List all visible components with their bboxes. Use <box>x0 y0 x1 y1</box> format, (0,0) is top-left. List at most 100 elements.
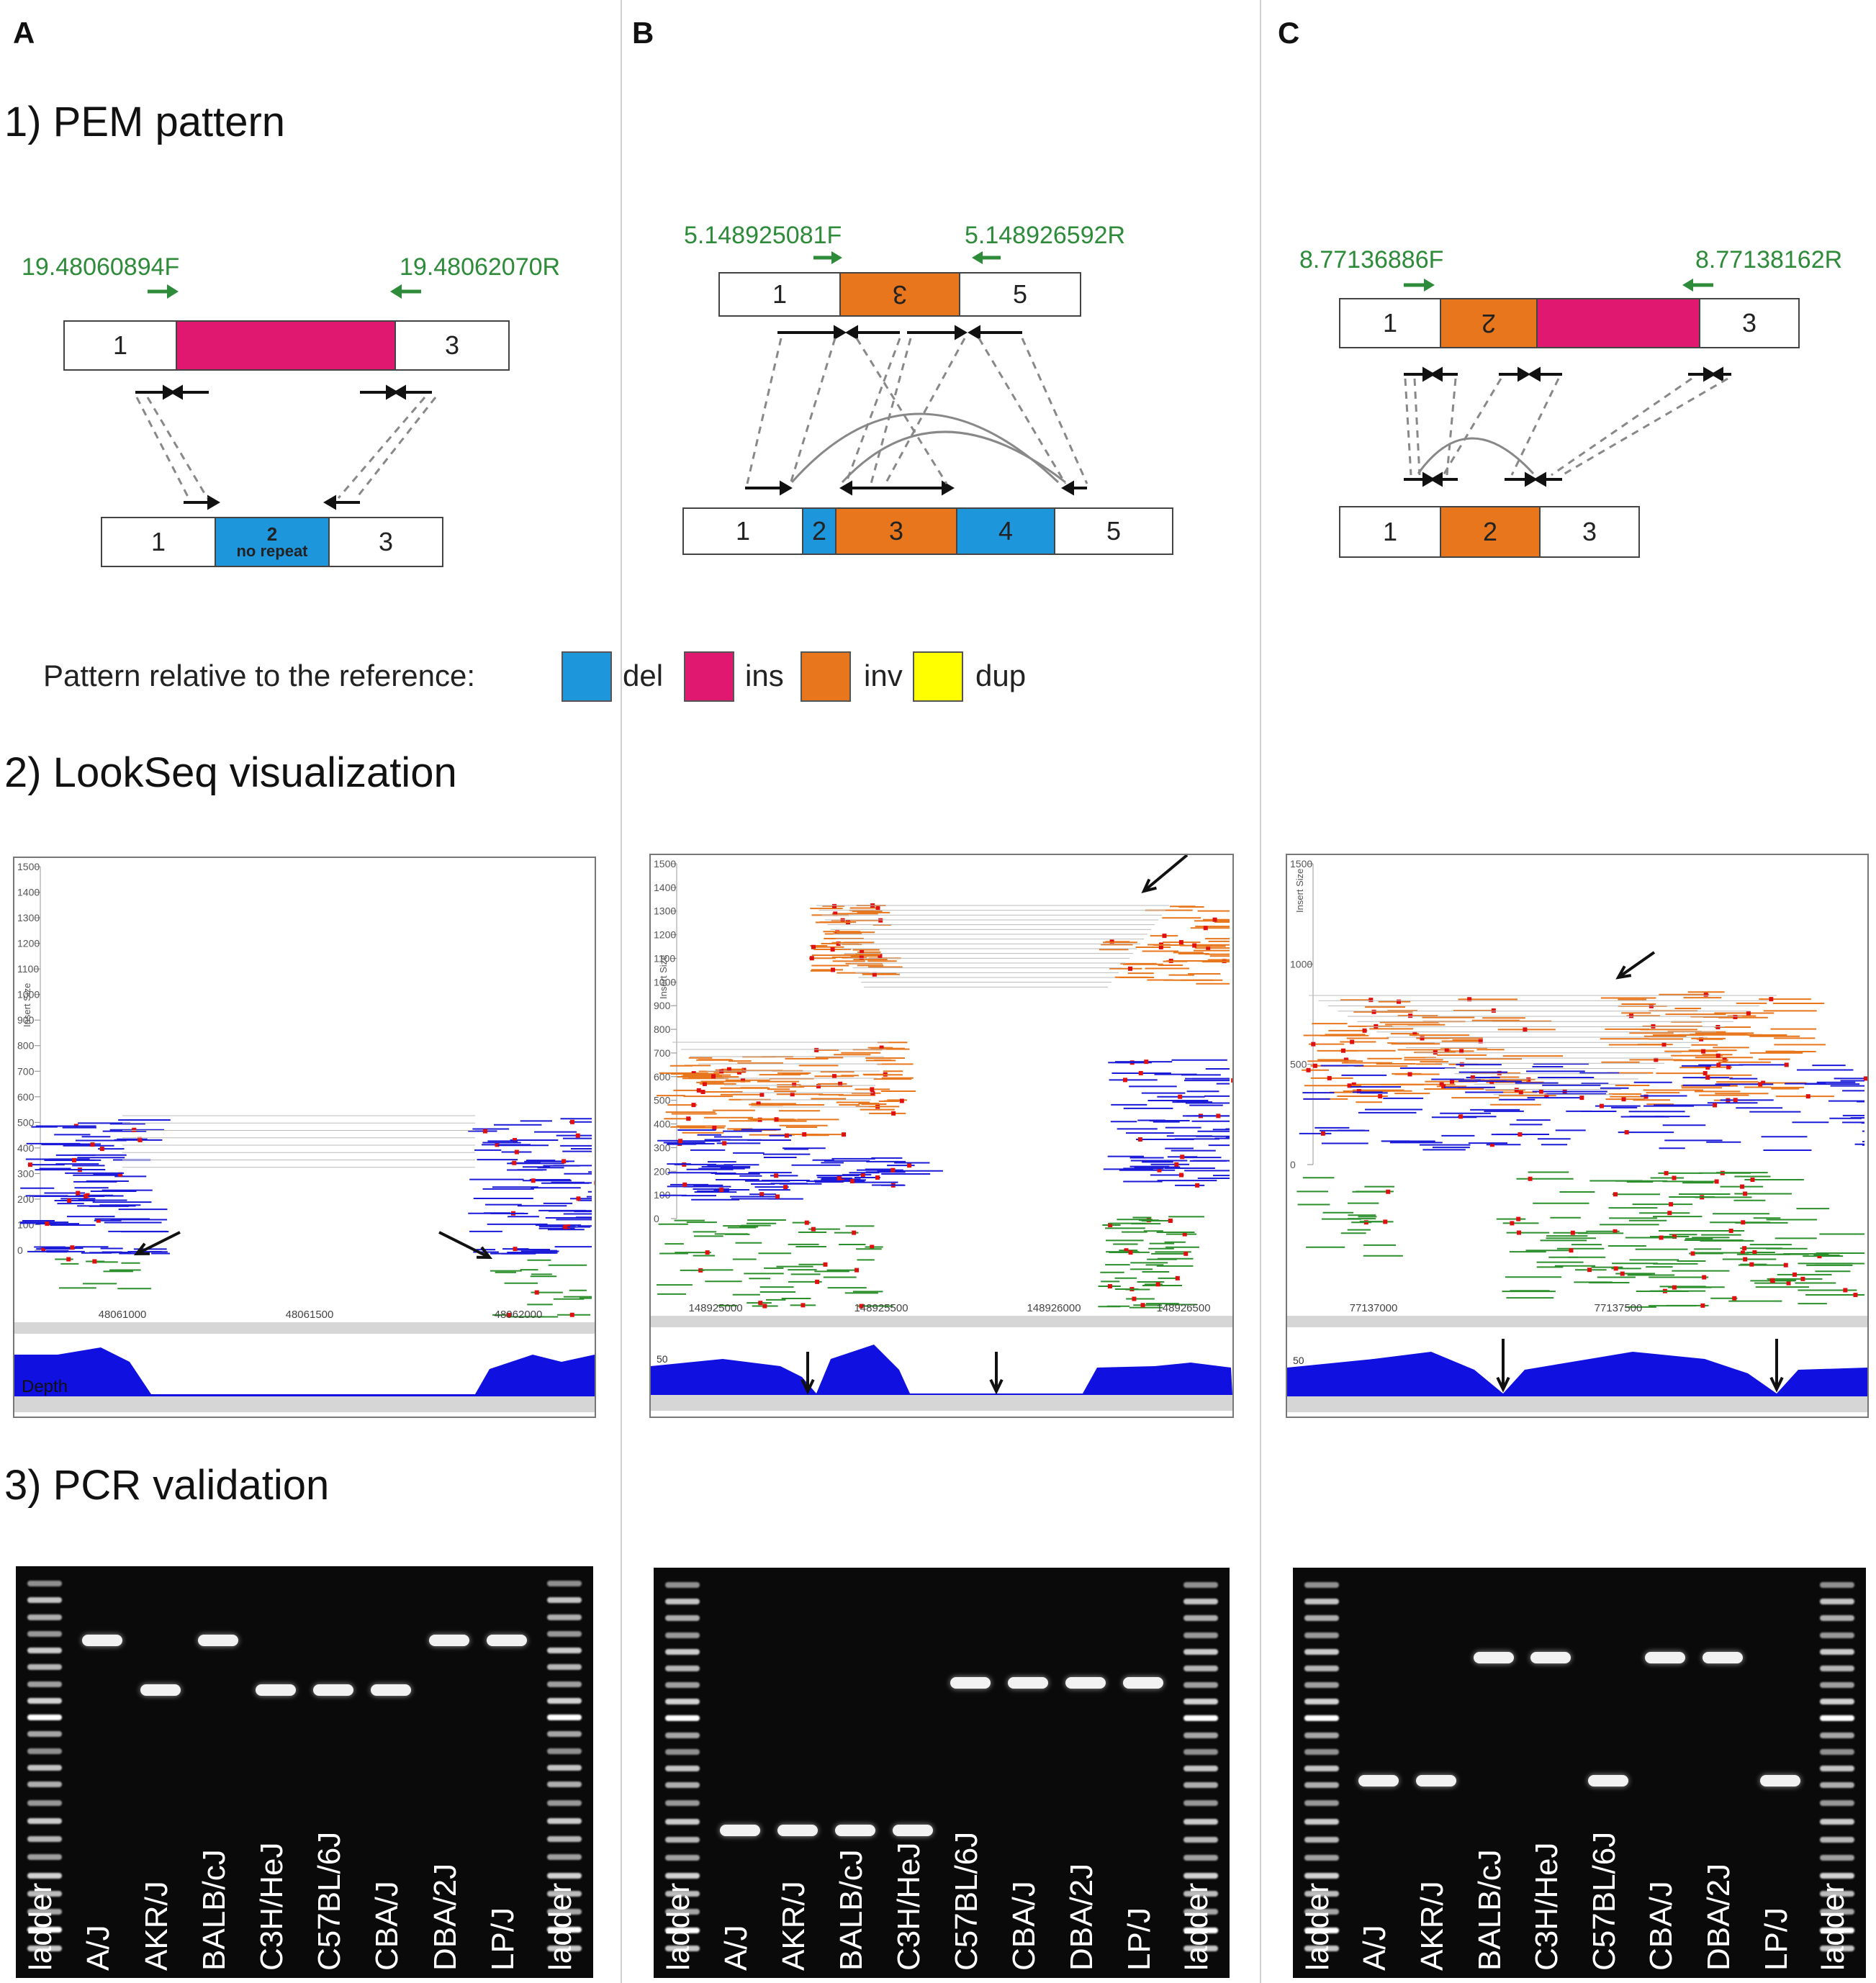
mismatch-mark <box>1420 1036 1425 1041</box>
lane-label: C3H/HeJ <box>891 1842 926 1971</box>
mismatch-mark <box>1378 1094 1383 1099</box>
mismatch-mark <box>1579 1096 1584 1101</box>
mismatch-mark <box>696 1088 701 1093</box>
x-tick-label: 77137500 <box>1595 1302 1643 1314</box>
ladder-band <box>1183 1873 1218 1879</box>
depth-tick-label: 50 <box>657 1353 668 1365</box>
lane-label: LP/J <box>1758 1907 1794 1971</box>
pem-b-bottom-seg-5: 5 <box>1054 507 1173 555</box>
ladder-band <box>1820 1582 1855 1588</box>
ladder-band <box>1183 1836 1218 1843</box>
ladder-band <box>27 1872 63 1879</box>
mismatch-mark <box>832 1074 837 1079</box>
mismatch-mark <box>1158 944 1163 949</box>
mismatch-mark <box>1433 1050 1438 1055</box>
mismatch-mark <box>1752 1250 1757 1255</box>
mismatch-mark <box>1701 1049 1706 1054</box>
mismatch-mark <box>711 1074 716 1079</box>
mismatch-mark <box>506 1312 511 1317</box>
lane-label: AKR/J <box>138 1881 174 1971</box>
ladder-band <box>1304 1615 1339 1622</box>
y-tick-label: 1000 <box>17 989 40 1000</box>
mismatch-mark <box>833 911 838 916</box>
mismatch-mark <box>758 1301 763 1306</box>
annotation-arrow <box>136 1231 181 1255</box>
mismatch-mark <box>1383 1219 1388 1224</box>
mismatch-mark <box>513 1247 518 1252</box>
lane-label: AKR/J <box>1415 1881 1450 1971</box>
pem-a-bottom-seg-1: 1 <box>101 517 216 567</box>
depth-area <box>651 1345 1232 1395</box>
ladder-band <box>546 1945 582 1951</box>
mismatch-mark <box>1371 1009 1376 1014</box>
mismatch-mark <box>1107 1284 1112 1289</box>
legend-swatch-inv <box>801 651 851 702</box>
pcr-band <box>950 1676 991 1689</box>
ladder-band <box>27 1664 63 1671</box>
ladder-band <box>546 1799 582 1806</box>
mismatch-mark <box>1162 934 1167 939</box>
mismatch-mark <box>1741 1220 1746 1225</box>
mismatch-mark <box>1306 1067 1311 1072</box>
y-tick-label: 1000 <box>1290 958 1312 970</box>
mismatch-mark <box>1714 1179 1719 1184</box>
y-tick-label: 500 <box>17 1116 35 1128</box>
mismatch-mark <box>1222 959 1227 964</box>
lane-label: A/J <box>1357 1925 1393 1971</box>
lane-label: ladder <box>1179 1882 1214 1971</box>
mismatch-mark <box>1368 998 1374 1003</box>
x-tick-label: 148925000 <box>688 1302 742 1314</box>
ladder-band <box>665 1766 700 1771</box>
mismatch-mark <box>1144 1060 1149 1065</box>
y-axis-label: Insert Size <box>658 955 669 999</box>
section-pem: 1) PEM pattern <box>4 99 286 145</box>
mismatch-mark <box>809 956 814 961</box>
annotation-arrowhead <box>989 1378 1004 1395</box>
pcr-band <box>835 1824 875 1836</box>
ladder-band <box>665 1582 700 1588</box>
pem-c-top-seg-2-label: 2 <box>1481 309 1497 338</box>
mismatch-mark <box>1863 1076 1868 1081</box>
pem-b-bottom-seg-1: 1 <box>682 507 803 555</box>
y-tick-label: 500 <box>654 1095 671 1106</box>
mismatch-mark <box>1667 1211 1672 1216</box>
mismatch-mark <box>872 972 877 977</box>
mismatch-mark <box>84 1194 89 1199</box>
mismatch-mark <box>1467 997 1472 1002</box>
mismatch-mark <box>1726 1065 1731 1070</box>
ladder-band <box>1820 1632 1855 1638</box>
y-tick-label: 0 <box>17 1245 23 1256</box>
mismatch-mark <box>1672 1175 1677 1180</box>
mismatch-mark <box>1183 1251 1189 1256</box>
ladder-band <box>1304 1766 1339 1771</box>
pcr-band <box>313 1684 354 1696</box>
mismatch-mark <box>1478 1039 1483 1044</box>
divider-ab <box>621 0 622 1983</box>
ladder-band <box>1304 1648 1339 1655</box>
ladder-band <box>1820 1818 1855 1825</box>
ladder-band <box>27 1731 63 1738</box>
annotation-arrowhead <box>1615 965 1632 980</box>
mismatch-mark <box>1538 1089 1543 1094</box>
mismatch-mark <box>1178 940 1183 945</box>
mismatch-mark <box>836 941 841 946</box>
ladder-band <box>665 1818 700 1825</box>
annotation-arrow <box>1617 951 1656 979</box>
mismatch-mark <box>1212 917 1217 922</box>
mismatch-mark <box>1356 1088 1361 1093</box>
mismatch-mark <box>1168 1218 1173 1223</box>
ladder-band <box>546 1614 582 1620</box>
ladder-band <box>27 1765 63 1771</box>
pem-b-top-seg-1: 1 <box>718 272 841 317</box>
lane-label: ladder <box>1816 1882 1852 1971</box>
mismatch-mark <box>1800 1276 1805 1281</box>
mismatch-mark <box>1351 1082 1356 1087</box>
mismatch-mark <box>1715 1053 1721 1058</box>
mismatch-mark <box>726 1067 731 1072</box>
mismatch-mark <box>1128 966 1133 971</box>
pem-c-bottom-seg-3: 3 <box>1539 506 1640 558</box>
mismatch-mark <box>759 1092 765 1097</box>
ladder-band <box>27 1748 63 1754</box>
